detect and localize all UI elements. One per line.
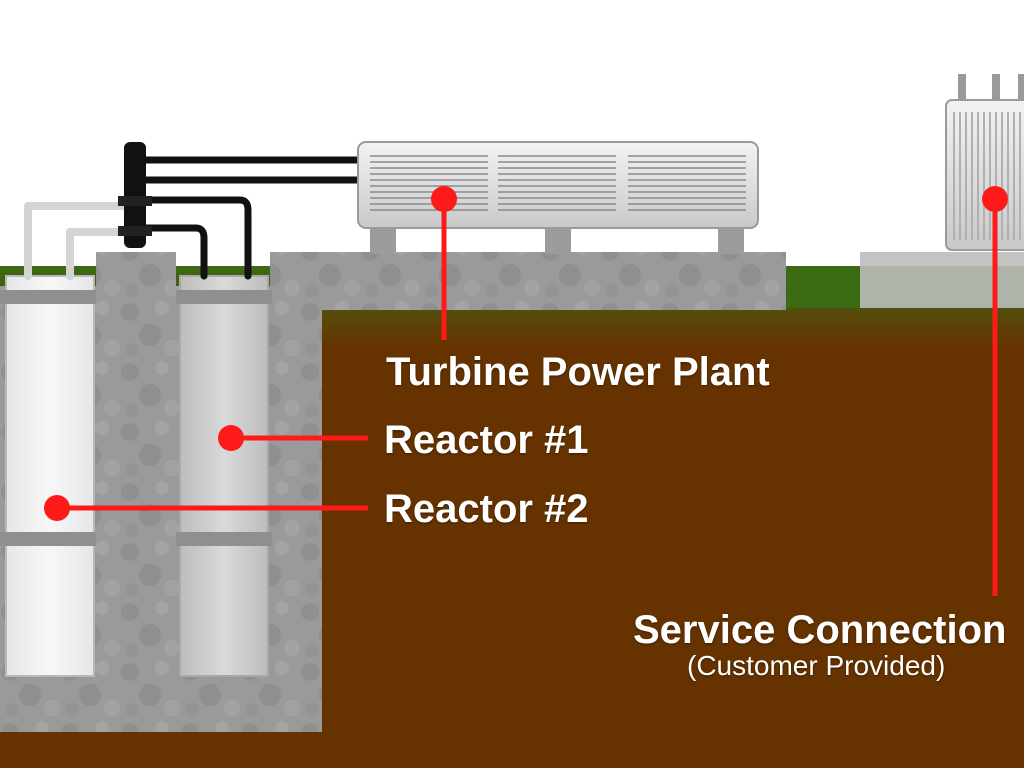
reactor-1-pointer-dot xyxy=(218,425,244,451)
transformer-pad xyxy=(860,252,1024,308)
reactor-2-label: Reactor #2 xyxy=(384,487,589,531)
reactor-1-label: Reactor #1 xyxy=(384,418,589,462)
service-note: (Customer Provided) xyxy=(687,650,946,681)
valve-manifold xyxy=(118,142,152,248)
service-pointer-dot xyxy=(982,186,1008,212)
turbine-plant-unit xyxy=(357,141,759,254)
dark-pipes xyxy=(136,156,362,280)
transformer-unit xyxy=(945,74,1024,251)
light-pipes xyxy=(24,202,126,280)
turbine-pointer-dot xyxy=(431,186,457,212)
reactor-2-pointer-dot xyxy=(44,495,70,521)
turbine-vent-grilles xyxy=(370,155,746,211)
transformer-fins xyxy=(953,112,1021,240)
reactor-2-vessel xyxy=(0,275,96,677)
turbine-label: Turbine Power Plant xyxy=(386,350,770,394)
reactor-1-vessel xyxy=(176,275,272,677)
callout-pointers xyxy=(44,186,1008,596)
service-label: Service Connection xyxy=(633,608,1007,652)
